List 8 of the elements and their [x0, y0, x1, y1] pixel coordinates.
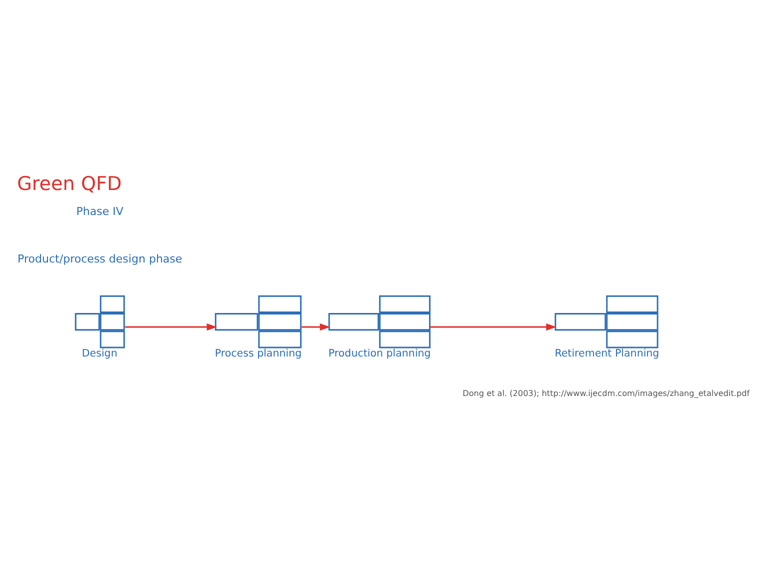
diagram-title: Green QFD: [17, 172, 122, 195]
label: Dong et al. (2003); http://www.ijecdm.com/images/zhang_etalvedit.pdf: [462, 387, 750, 398]
node-label: Production planning: [328, 347, 431, 360]
label: Phase IV: [76, 204, 124, 218]
node-label: Retirement Planning: [554, 347, 660, 360]
node-label: Design: [82, 347, 118, 360]
label: Product/process design phase: [18, 252, 182, 266]
node-label: Process planning: [214, 347, 302, 360]
